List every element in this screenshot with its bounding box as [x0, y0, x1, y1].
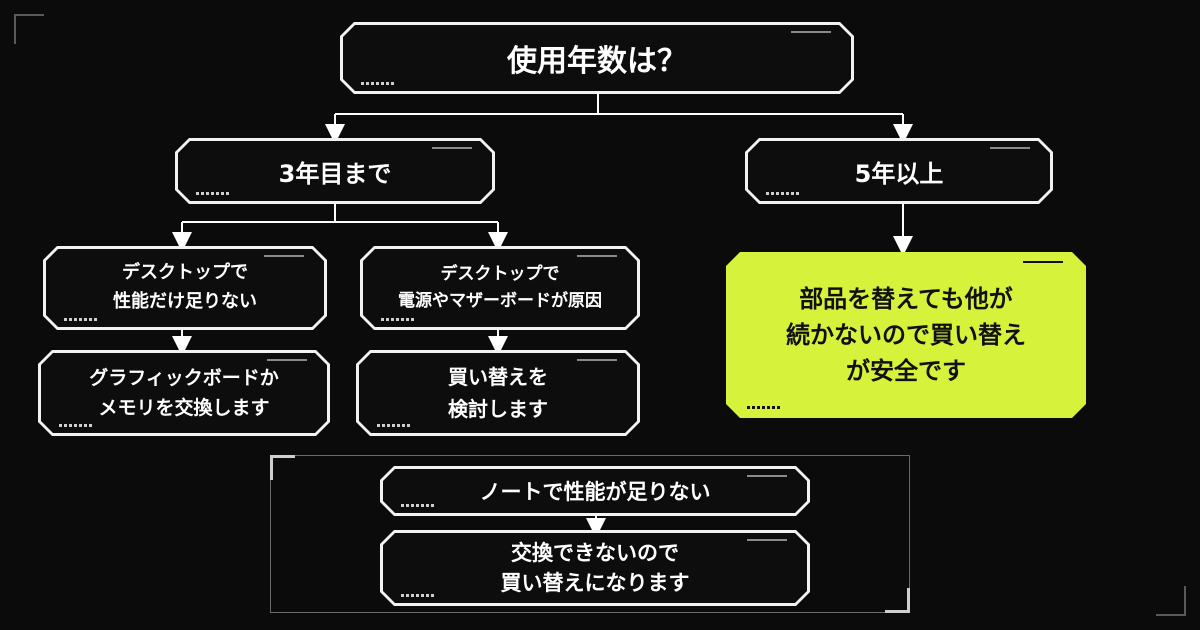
node-desktop-perf: デスクトップで 性能だけ足りない	[43, 246, 327, 330]
node-desktop-cause-inner: デスクトップで 電源やマザーボードが原因	[363, 249, 637, 327]
node-replace-safe: 部品を替えても他が 続かないので買い替え が安全です	[726, 252, 1086, 418]
edge-root-split	[335, 92, 903, 115]
node-swap-gpu-line2: メモリを交換します	[98, 397, 270, 419]
corner-decoration-bottom-right	[1156, 586, 1186, 616]
node-desktop-perf-inner: デスクトップで 性能だけ足りない	[46, 249, 324, 327]
node-notebook-replace-line1: 交換できないので	[511, 540, 679, 565]
node-replace-safe-inner: 部品を替えても他が 続かないので買い替え が安全です	[729, 255, 1083, 415]
node-notebook-replace: 交換できないので 買い替えになります	[380, 530, 810, 606]
node-over-5: 5年以上	[745, 138, 1053, 204]
node-desktop-cause-line1: デスクトップで	[440, 263, 560, 284]
node-replace-safe-line3: が安全です	[846, 357, 966, 385]
node-consider-replace-inner: 買い替えを 検討します	[359, 353, 637, 433]
node-desktop-cause-line2: 電源やマザーボードが原因	[398, 291, 602, 311]
node-consider-replace: 買い替えを 検討します	[356, 350, 640, 436]
node-notebook-replace-inner: 交換できないので 買い替えになります	[383, 533, 807, 603]
node-notebook-perf-text: ノートで性能が足りない	[479, 480, 711, 504]
node-root-text: 使用年数は？	[507, 44, 687, 79]
node-over-5-text: 5年以上	[854, 159, 944, 188]
node-consider-replace-line1: 買い替えを	[448, 365, 548, 389]
node-consider-replace-line2: 検討します	[448, 397, 548, 421]
node-notebook-perf: ノートで性能が足りない	[380, 466, 810, 516]
node-swap-gpu: グラフィックボードか メモリを交換します	[38, 350, 330, 436]
node-over-5-inner: 5年以上	[748, 141, 1050, 201]
node-up-to-3-inner: 3年目まで	[178, 141, 492, 201]
node-notebook-replace-line2: 買い替えになります	[500, 571, 690, 595]
notebook-group-frame	[270, 455, 910, 613]
node-replace-safe-line1: 部品を替えても他が	[799, 285, 1013, 313]
node-up-to-3: 3年目まで	[175, 138, 495, 204]
node-swap-gpu-line1: グラフィックボードか	[89, 366, 279, 389]
node-root-inner: 使用年数は？	[343, 25, 851, 91]
node-desktop-perf-line2: 性能だけ足りない	[113, 291, 257, 312]
node-replace-safe-line2: 続かないので買い替え	[786, 321, 1026, 349]
node-desktop-cause: デスクトップで 電源やマザーボードが原因	[360, 246, 640, 330]
node-up-to-3-text: 3年目まで	[278, 159, 392, 188]
corner-decoration-top-left	[14, 14, 44, 44]
node-swap-gpu-inner: グラフィックボードか メモリを交換します	[41, 353, 327, 433]
node-root: 使用年数は？	[340, 22, 854, 94]
node-notebook-perf-inner: ノートで性能が足りない	[383, 469, 807, 513]
edge-up-to-3-split	[182, 202, 498, 223]
node-desktop-perf-line1: デスクトップで	[122, 262, 248, 284]
